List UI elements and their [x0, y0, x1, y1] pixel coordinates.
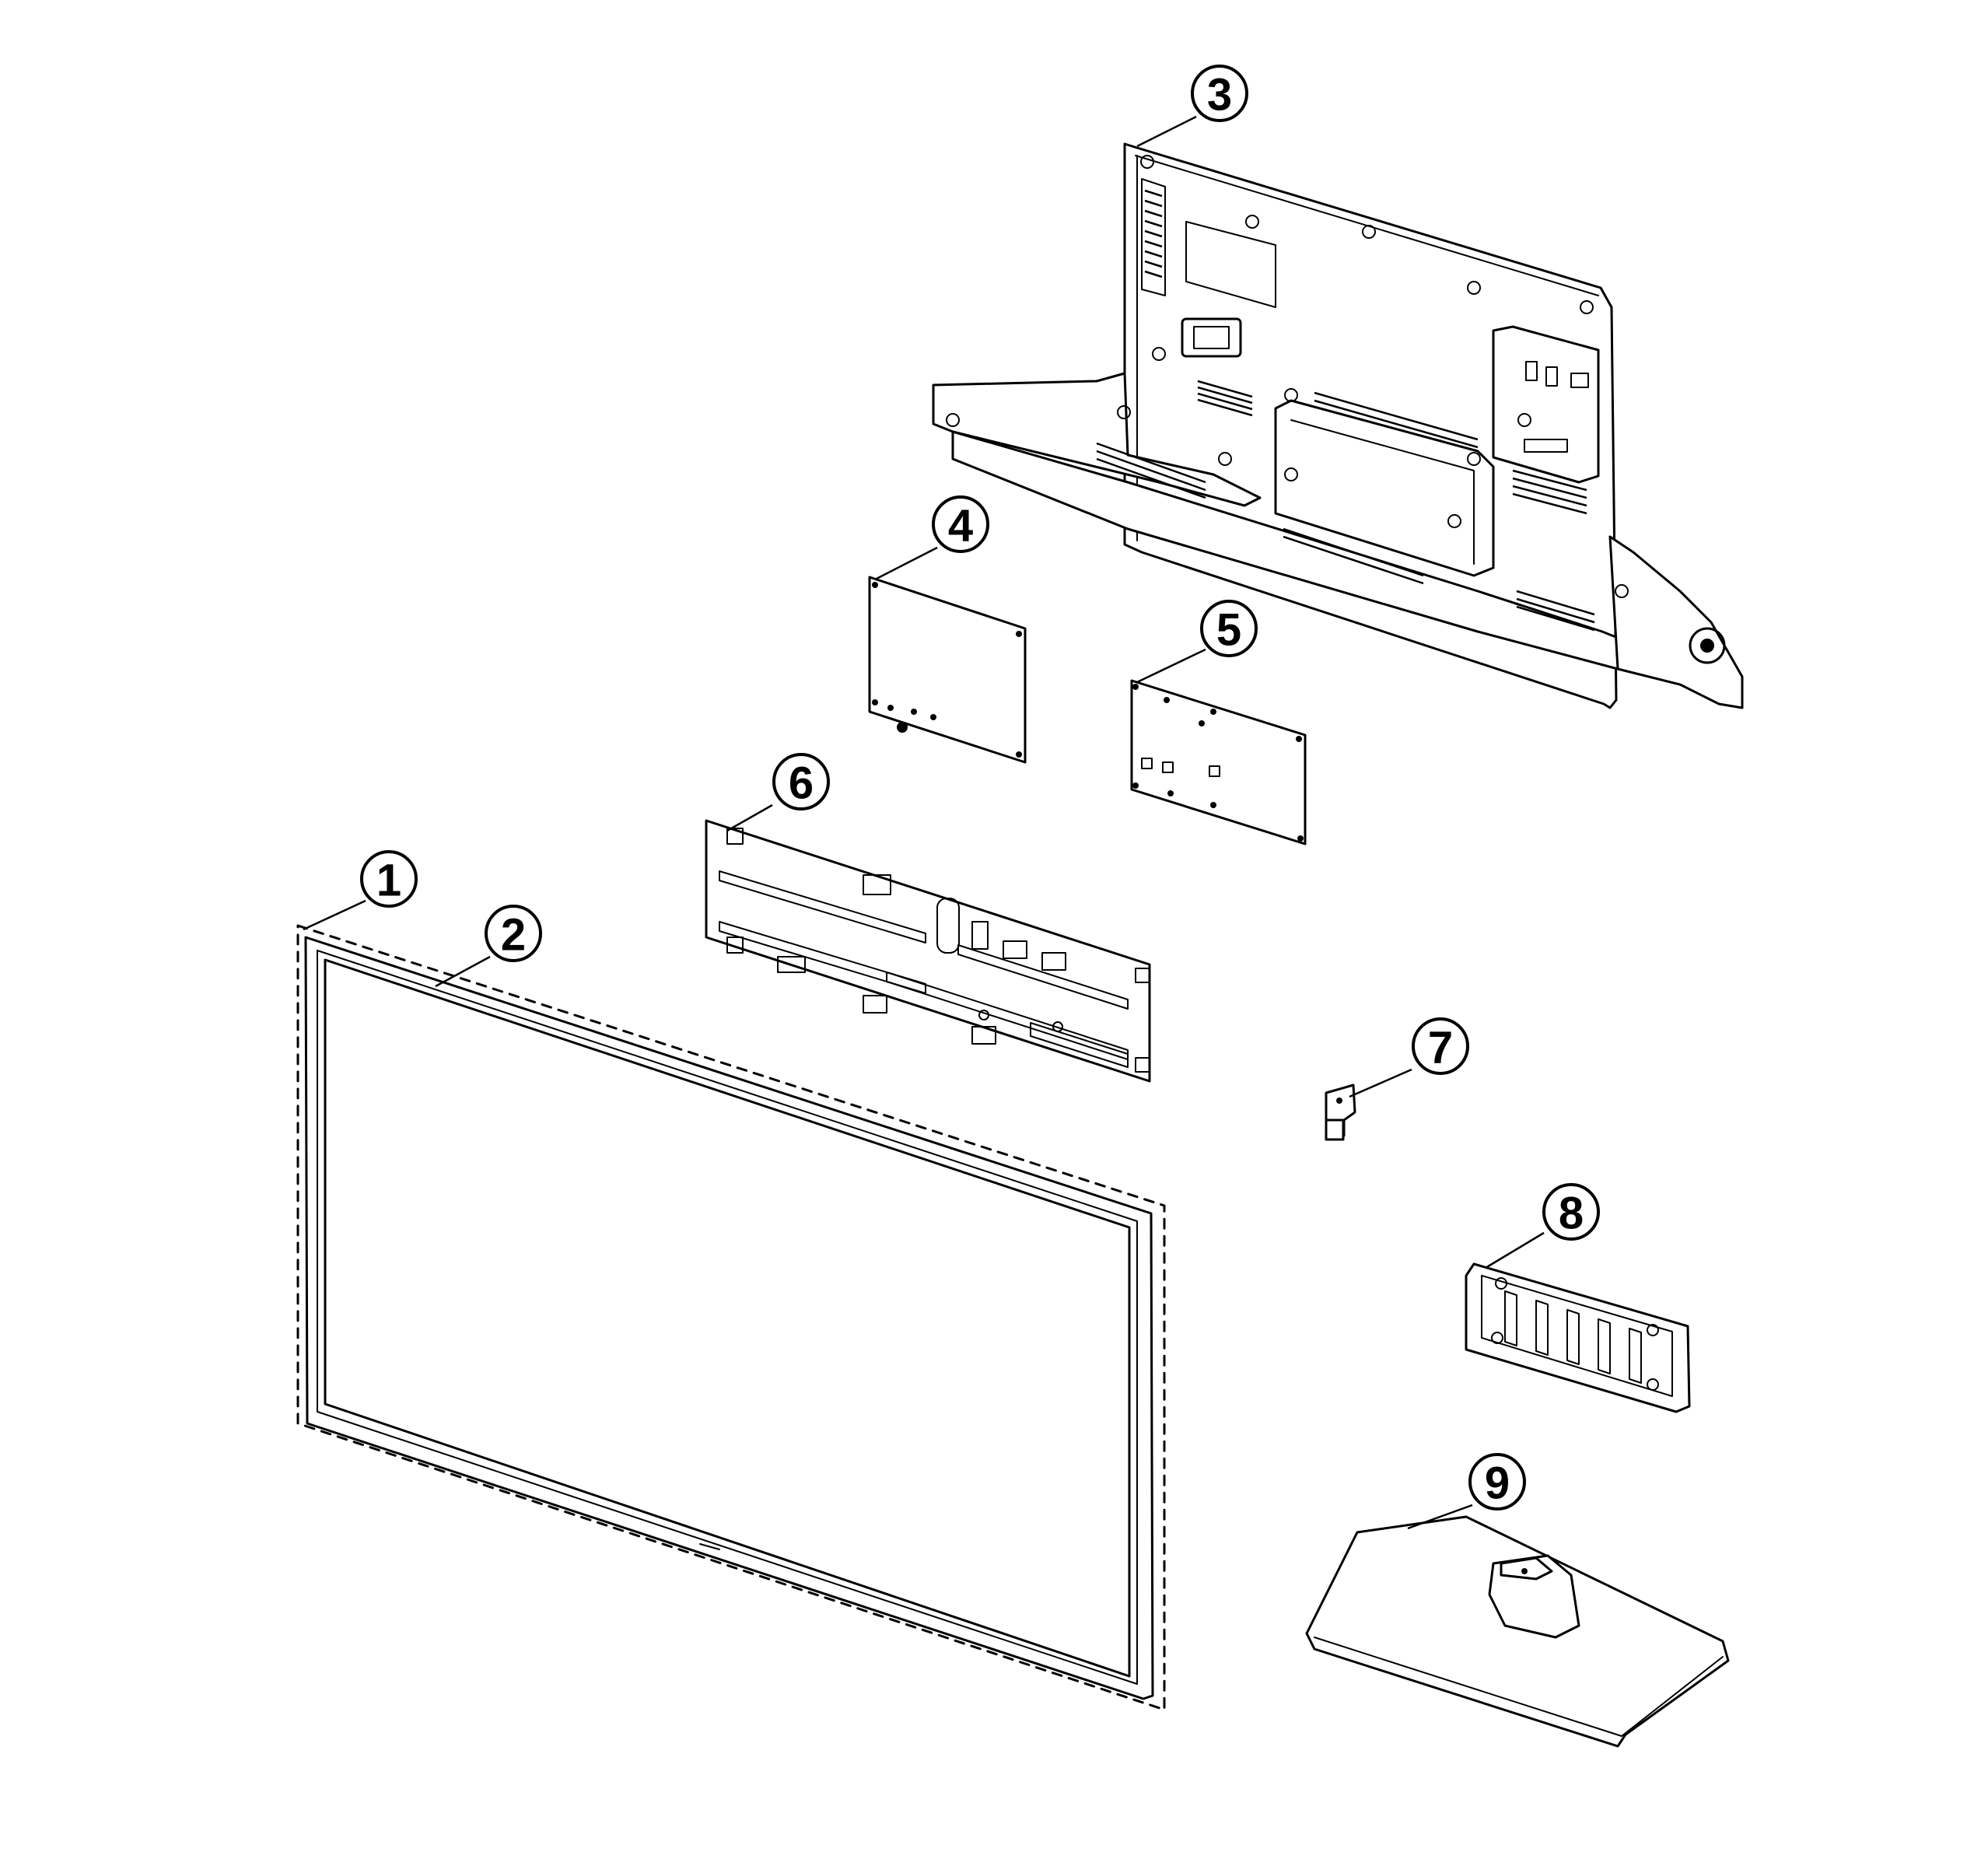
- callout-number: 4: [948, 501, 973, 551]
- callout-5: 5: [1200, 600, 1258, 657]
- callout-3: 3: [1191, 65, 1248, 122]
- callout-6: 6: [772, 753, 830, 810]
- callout-8: 8: [1542, 1183, 1600, 1241]
- callout-7: 7: [1412, 1017, 1469, 1075]
- callout-number: 8: [1559, 1189, 1584, 1239]
- leader-lines: [303, 115, 1545, 1530]
- callout-number: 5: [1216, 605, 1241, 656]
- part-chassis-bracket: [705, 819, 1151, 1083]
- part-small-bracket: [1325, 1084, 1356, 1141]
- part-lcd-panel: [296, 924, 1166, 1711]
- callout-number: 2: [501, 910, 526, 961]
- callout-number: 3: [1207, 70, 1232, 121]
- part-main-board: [868, 576, 1027, 764]
- callout-number: 1: [376, 856, 401, 906]
- callout-1: 1: [360, 850, 418, 908]
- callout-number: 6: [789, 758, 814, 809]
- part-power-board: [1130, 679, 1307, 845]
- callout-9: 9: [1468, 1453, 1526, 1511]
- part-rear-cover: [932, 142, 1744, 709]
- callout-number: 7: [1428, 1023, 1453, 1073]
- part-stand-bracket: [1465, 1262, 1691, 1413]
- callout-2: 2: [485, 905, 542, 962]
- callout-number: 9: [1485, 1458, 1510, 1509]
- callout-4: 4: [932, 495, 989, 553]
- part-stand-base: [1305, 1515, 1730, 1748]
